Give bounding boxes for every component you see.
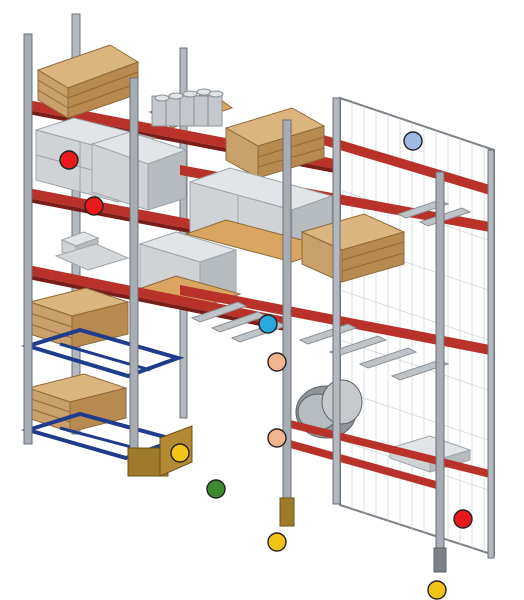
upright-front-middle	[127, 77, 193, 477]
upright-rear-right-middle	[332, 97, 341, 505]
marker-yellow	[170, 443, 190, 463]
wooden-crate-top-left	[36, 44, 140, 119]
markers	[59, 131, 473, 600]
marker-yellow	[267, 532, 287, 552]
upright-front-right-middle	[279, 119, 295, 527]
marker-red	[453, 509, 473, 529]
wooden-crate-middle-right	[300, 213, 406, 283]
upright-front-right	[433, 149, 495, 573]
marker-yellow	[427, 580, 447, 600]
drum-stack	[148, 88, 234, 129]
small-box-left	[54, 231, 130, 271]
marker-blue	[258, 314, 278, 334]
cable-reel	[295, 379, 363, 439]
marker-red	[84, 196, 104, 216]
upright-front-left	[23, 33, 33, 445]
marker-peach	[267, 352, 287, 372]
marker-red	[59, 150, 79, 170]
marker-green	[206, 479, 226, 499]
marker-light-blue	[403, 131, 423, 151]
marker-peach	[267, 428, 287, 448]
